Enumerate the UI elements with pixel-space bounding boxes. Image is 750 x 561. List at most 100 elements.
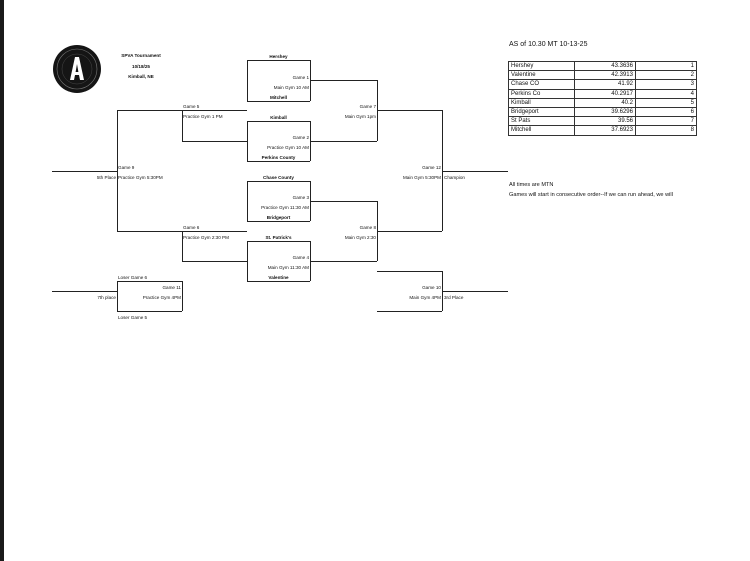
ranking-score: 42.3913 [574, 70, 636, 81]
team-bridgeport: Bridgeport [266, 215, 291, 220]
line [247, 60, 248, 101]
line [310, 201, 377, 202]
tournament-name: SPVA Tournament [121, 53, 161, 58]
game3-label: Game 3 [292, 195, 309, 200]
line [310, 80, 377, 81]
game9-location: Practice Gym 5:30PM [118, 175, 163, 180]
ranking-seed: 3 [635, 79, 697, 90]
ranking-team: Kimball [508, 97, 575, 108]
game4-location: Main Gym 11:30 AM [267, 265, 309, 270]
game8-location: Main Gym 2:30 [344, 235, 376, 240]
line [117, 311, 182, 312]
game6-location: Practice Gym 2:30 PM [183, 235, 229, 240]
schedule-note: Games will start in consecutive order--I… [509, 192, 673, 198]
line [310, 261, 377, 262]
game8-label: Game 8 [359, 225, 376, 230]
timezone-note: All times are MTN [509, 182, 554, 188]
ranking-seed: 2 [635, 70, 697, 81]
game3-location: Practice Gym 11:30 AM [261, 205, 309, 210]
line [247, 181, 248, 221]
ranking-team: Bridgeport [508, 106, 575, 118]
ranking-seed: 6 [635, 106, 697, 118]
ranking-team: St Pats [508, 116, 575, 127]
ranking-team: Perkins Co [508, 88, 575, 99]
ranking-seed: 1 [635, 60, 697, 72]
line [247, 221, 310, 222]
ranking-score: 39.56 [574, 116, 636, 127]
ranking-seed: 5 [635, 97, 697, 108]
game5-label: Game 5 [183, 104, 200, 109]
line [182, 261, 247, 262]
logo-letter-a-icon [56, 48, 98, 90]
team-mitchell: Mitchell [269, 95, 288, 100]
as-of-note: AS of 10.30 MT 10-13-25 [509, 41, 588, 48]
line [442, 291, 508, 292]
line [182, 110, 247, 111]
game1-location: Main Gym 10 AM [273, 85, 309, 90]
fifth-place-label: 5th Place [96, 175, 116, 180]
line [442, 110, 443, 231]
game2-location: Practice Gym 10 AM [267, 145, 309, 150]
ranking-team: Chase CO [508, 79, 575, 90]
line [117, 281, 182, 282]
ranking-score: 40.2917 [574, 88, 636, 99]
left-edge-bar [0, 0, 4, 561]
team-st-patricks: St. Patrick's [265, 235, 292, 240]
game7-location: Main Gym 1pm [344, 114, 376, 119]
line [377, 231, 442, 232]
line [442, 171, 508, 172]
line [52, 291, 117, 292]
tournament-date: 10/18/25 [132, 64, 150, 69]
ranking-team: Mitchell [508, 125, 575, 136]
game12-label: Game 12 [422, 165, 441, 170]
tournament-location: Kimball, NE [128, 74, 154, 79]
game11-feed-bottom: Loser Game 5 [118, 315, 148, 320]
ranking-score: 40.2 [574, 97, 636, 108]
game7-label: Game 7 [359, 104, 376, 109]
line [182, 281, 183, 311]
team-perkins-county: Perkins County [261, 155, 296, 160]
line [182, 231, 247, 232]
ranking-seed: 8 [635, 125, 697, 136]
game10-label: Game 10 [422, 285, 441, 290]
line [117, 110, 118, 231]
champion-label: Champion [444, 175, 465, 180]
ranking-score: 39.6296 [574, 106, 636, 118]
line [310, 141, 377, 142]
team-kimball: Kimball [270, 115, 287, 120]
game10-location: Main Gym 4PM [409, 295, 441, 300]
game11-label: Game 11 [162, 285, 181, 290]
game2-label: Game 2 [292, 135, 309, 140]
tournament-logo [53, 45, 101, 93]
line [52, 171, 117, 172]
game9-label: Game 9 [118, 165, 135, 170]
team-valentine: Valentine [268, 275, 289, 280]
ranking-team: Valentine [508, 70, 575, 81]
line [247, 101, 310, 102]
ranking-score: 41.92 [574, 79, 636, 90]
ranking-seed: 7 [635, 116, 697, 127]
ranking-score: 37.6923 [574, 125, 636, 136]
line [117, 231, 182, 232]
third-place-label: 3rd Place [444, 295, 464, 300]
line [377, 271, 442, 272]
game11-location: Practice Gym 4PM [142, 295, 181, 300]
line [377, 110, 442, 111]
line [182, 110, 183, 141]
game1-label: Game 1 [292, 75, 309, 80]
game5-location: Practice Gym 1 PM [183, 114, 223, 119]
ranking-team: Hershey [508, 60, 575, 72]
line [182, 231, 183, 261]
team-chase-county: Chase County [263, 175, 294, 180]
line [247, 281, 310, 282]
line [247, 60, 310, 61]
line [247, 121, 248, 161]
game4-label: Game 4 [292, 255, 309, 260]
line [377, 311, 442, 312]
